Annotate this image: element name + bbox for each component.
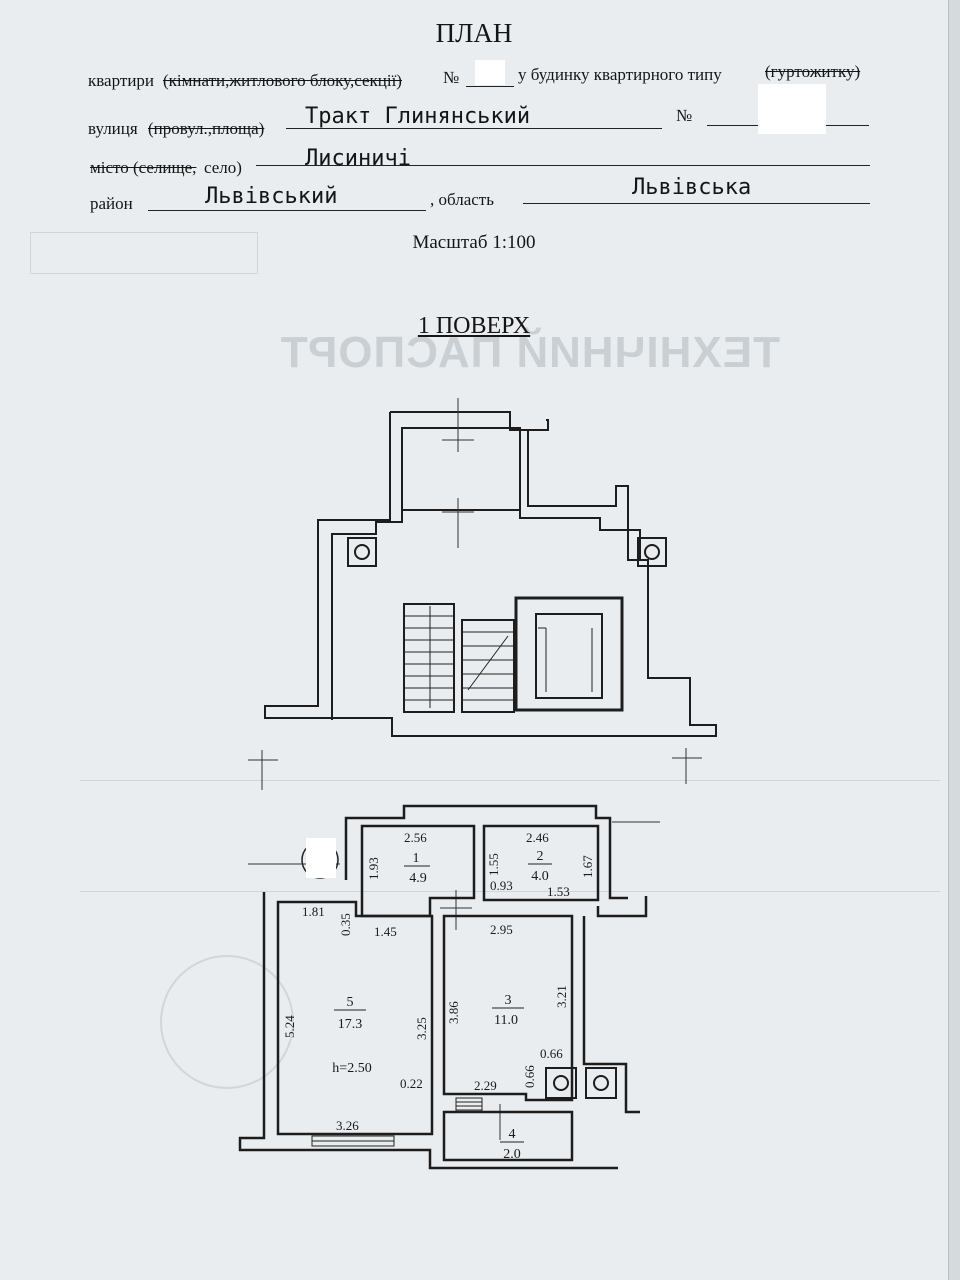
row2-prefix: вулиця: [88, 119, 138, 138]
dim-035: 0.35: [338, 913, 353, 936]
dim-066-b: 0.66: [522, 1065, 537, 1088]
room-3-area: 11.0: [494, 1013, 518, 1028]
stair-flight-right: [461, 619, 515, 713]
dim-r1-top: 2.56: [404, 830, 427, 845]
dim-r5-left: 5.24: [282, 1015, 297, 1038]
page-edge: [948, 0, 960, 1280]
room3-walls: [442, 914, 574, 1102]
redacted-house-number: [758, 84, 826, 134]
outer-wall-left: [238, 892, 618, 1170]
scale-label: Масштаб 1:100: [412, 232, 536, 253]
region-label: , область: [430, 190, 494, 209]
district-label: район: [90, 194, 133, 213]
region-value: Львівська: [632, 175, 752, 200]
dim-r1-left: 1.93: [366, 857, 381, 880]
shaft-walls: [582, 916, 640, 1114]
dim-r2-top: 2.46: [526, 830, 549, 845]
entry-steps: [311, 1097, 483, 1147]
room-2-number: 2: [537, 849, 544, 864]
room-4-number: 4: [509, 1127, 516, 1142]
row1-number-line: [466, 86, 514, 87]
ceiling-height: h=2.50: [332, 1061, 371, 1076]
room2-walls: [482, 824, 600, 902]
dim-r3-left: 3.86: [446, 1001, 461, 1024]
street-value: Тракт Глинянський: [305, 104, 531, 129]
vent-box-left: [347, 537, 377, 567]
bleed-through-table: [80, 780, 940, 892]
dim-r5-right: 3.25: [414, 1017, 429, 1040]
dim-022: 0.22: [400, 1076, 423, 1091]
vents-lower: [545, 1067, 617, 1099]
room4-walls: [442, 1110, 574, 1162]
lift-cabin: [535, 613, 603, 699]
row1-struck: (кімнати,житлового блоку,секції): [163, 71, 402, 90]
entry-wall: [344, 804, 628, 900]
room-4-area: 2.0: [503, 1147, 521, 1162]
bleed-through-box: [30, 232, 258, 274]
room-2-area: 4.0: [531, 869, 549, 884]
dim-145: 1.45: [374, 924, 397, 939]
stair-flight-left: [403, 603, 455, 713]
lift-shaft: [514, 596, 624, 712]
dim-066-a: 0.66: [540, 1046, 563, 1061]
shaft-box: [401, 427, 521, 511]
floor-heading: 1 ПОВЕРХ: [417, 313, 531, 339]
page-title: ПЛАН: [435, 18, 513, 48]
row3-struck: місто (селище,: [90, 158, 197, 177]
room-1-number: 1: [413, 851, 420, 866]
row3-suffix: село): [204, 158, 242, 177]
street-line: [286, 128, 662, 129]
row2-struck: (провул.,площа): [148, 119, 265, 138]
dim-r3-right: 3.21: [554, 985, 569, 1008]
core-inner-wall: [519, 428, 641, 560]
redacted-apartment-number: [475, 60, 505, 85]
dim-181: 1.81: [302, 904, 325, 919]
dim-r2-right: 1.67: [580, 855, 595, 878]
stair-treads: [404, 606, 593, 708]
core-outer-wall: [264, 411, 717, 737]
axis-lines: [248, 398, 702, 1140]
room-5-number: 5: [347, 995, 354, 1010]
dim-r5-bottom: 3.26: [336, 1118, 359, 1133]
vent-circle-left: [354, 544, 370, 560]
apartment-walls: [238, 804, 648, 1170]
room-5-area: 17.3: [338, 1017, 363, 1032]
faint-stamp: [160, 955, 294, 1089]
dim-r2-bottom-left: 0.93: [490, 878, 513, 893]
vent-box-right: [637, 537, 667, 567]
redacted-entrance-number: [306, 838, 336, 878]
room-1-area: 4.9: [409, 871, 427, 886]
row1-number-label: №: [443, 68, 460, 87]
district-value: Львівський: [205, 184, 338, 209]
row1-prefix: квартири: [88, 71, 155, 90]
region-line: [523, 203, 870, 204]
row1-middle: у будинку квартирного типу: [518, 65, 722, 84]
core-inner-wall: [331, 428, 403, 720]
row2-number-label: №: [676, 106, 693, 125]
room-3-number: 3: [505, 993, 512, 1008]
dim-r2-bottom-right: 1.53: [547, 884, 570, 899]
room1-walls: [360, 824, 476, 918]
city-line: [256, 165, 870, 166]
dim-295: 2.95: [490, 922, 513, 937]
outer-wall-right: [596, 896, 648, 918]
city-value: Лисиничі: [305, 146, 411, 171]
vent-circle-right: [644, 544, 660, 560]
row1-struck-end: (гуртожитку): [765, 62, 861, 81]
dim-229: 2.29: [474, 1078, 497, 1093]
room5-walls: [276, 900, 434, 1136]
dim-r1-right: 1.55: [486, 853, 501, 876]
district-line: [148, 210, 426, 211]
